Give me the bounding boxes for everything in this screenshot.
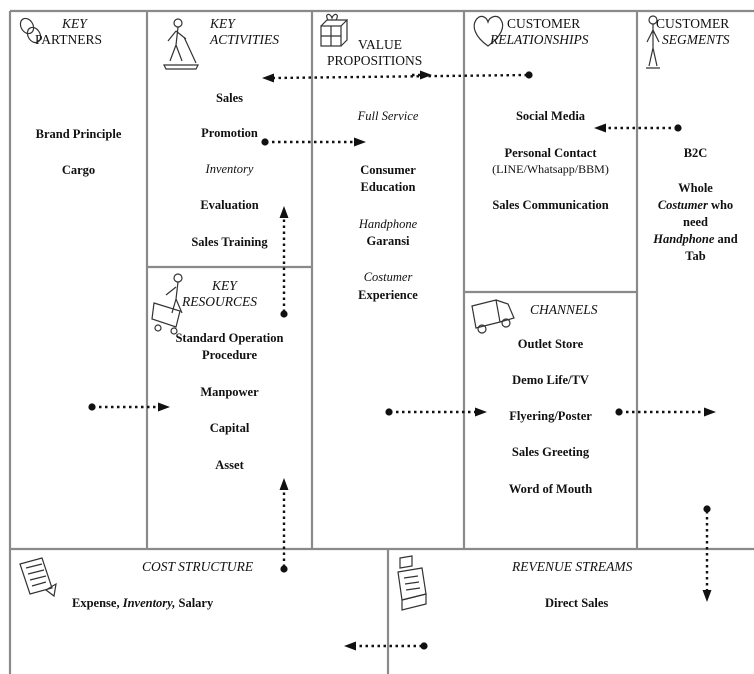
arrow-cost-to-resources <box>279 478 289 573</box>
key-partners-item: Brand Principle <box>35 127 122 141</box>
value-propositions-item: Full Service <box>357 109 419 123</box>
receipt-icon <box>16 554 58 598</box>
value-propositions-title-line2: PROPOSITIONS <box>327 53 423 68</box>
arrow-segments-to-revenue <box>702 505 712 602</box>
customer-segments-handphone: Handphone <box>653 232 715 246</box>
arrow-partners-to-resources <box>88 402 170 412</box>
customer-segments-item: Costumer who <box>637 197 754 214</box>
value-propositions-item: Experience <box>358 288 418 302</box>
channels-item: Demo Life/TV <box>512 373 589 387</box>
customer-relationships-title-line1: CUSTOMER <box>507 16 581 31</box>
key-partners-item: Cargo <box>61 163 96 177</box>
key-activities-item: Sales <box>215 91 244 105</box>
person-sweeping-icon <box>160 17 202 71</box>
key-resources-item: Capital <box>209 421 250 435</box>
arrow-value-to-relationships <box>412 70 432 80</box>
value-propositions-item: Consumer <box>360 163 416 177</box>
key-resources-item: Procedure <box>201 348 258 362</box>
value-propositions-item: Handphone <box>358 217 418 231</box>
key-resources-title-line2: RESOURCES <box>182 294 257 309</box>
worker-cart-icon <box>150 273 196 335</box>
arrow-relationships-to-activities <box>262 71 533 83</box>
arrow-revenue-to-cost <box>344 641 428 651</box>
arrow-segments-to-relationships <box>594 123 682 133</box>
arrow-value-to-channels <box>385 407 487 417</box>
key-activities-title-line1: KEY <box>210 16 235 31</box>
person-standing-icon <box>644 14 666 74</box>
key-resources-item: Manpower <box>200 385 259 399</box>
channels-title: CHANNELS <box>530 302 598 317</box>
key-resources-title-line1: KEY <box>212 278 237 293</box>
channels-item: Sales Greeting <box>511 445 590 459</box>
channels-item: Word of Mouth <box>508 482 593 496</box>
cost-structure-title: COST STRUCTURE <box>142 559 254 574</box>
cash-register-icon <box>394 554 428 612</box>
cost-structure-items: Expense, Inventory, Salary <box>72 595 213 612</box>
cost-structure-inventory: Inventory, <box>122 596 176 610</box>
cost-structure-expense: Expense, <box>72 596 120 610</box>
key-resources-item: Standard Operation <box>175 331 284 345</box>
key-resources-item: Asset <box>215 458 244 472</box>
revenue-streams-title: REVENUE STREAMS <box>512 559 633 574</box>
channels-item: Outlet Store <box>517 337 584 351</box>
customer-segments-item: Handphone and <box>637 231 754 248</box>
key-activities-item: Inventory <box>205 162 254 176</box>
arrow-promotion-to-value <box>261 137 366 147</box>
key-partners-title-line1: KEY <box>62 16 87 31</box>
customer-segments-item: B2C <box>683 146 708 160</box>
key-activities-title-line2: ACTIVITIES <box>210 32 279 47</box>
key-partners-title-line2: PARTNERS <box>35 32 102 47</box>
customer-segments-who: who <box>710 198 734 212</box>
value-propositions-item: Education <box>360 180 416 194</box>
key-activities-item: Promotion <box>201 126 258 140</box>
value-propositions-item: Costumer <box>363 270 413 284</box>
canvas-grid <box>8 9 754 674</box>
channels-item: Flyering/Poster <box>509 409 592 423</box>
customer-segments-costumer: Costumer <box>657 198 708 212</box>
customer-segments-and: and <box>717 232 738 246</box>
customer-relationships-title-line2: RELATIONSHIPS <box>490 32 589 47</box>
customer-relationships-item: Social Media <box>515 109 586 123</box>
revenue-streams-item: Direct Sales <box>545 596 609 610</box>
customer-segments-item: Tab <box>685 249 706 263</box>
truck-icon <box>470 296 518 336</box>
customer-segments-title-line1: CUSTOMER <box>656 16 730 31</box>
heart-icon <box>470 14 506 48</box>
key-activities-item: Evaluation <box>200 198 259 212</box>
value-propositions-title-line1: VALUE <box>358 37 403 52</box>
key-activities-item: Sales Training <box>191 235 268 249</box>
arrow-resources-to-activities <box>279 206 289 318</box>
arrow-channels-to-segments <box>615 407 716 417</box>
value-propositions-item: Garansi <box>366 234 410 248</box>
cost-structure-salary: Salary <box>178 596 214 610</box>
gift-boxes-icon <box>318 12 348 50</box>
customer-relationships-item: (LINE/Whatsapp/BBM) <box>492 162 609 176</box>
customer-segments-title-line2: SEGMENTS <box>662 32 730 47</box>
customer-segments-item: Whole <box>678 181 713 195</box>
customer-segments-item: need <box>683 215 708 229</box>
chain-link-icon <box>18 16 44 46</box>
customer-relationships-item: Personal Contact <box>504 146 597 160</box>
customer-relationships-item: Sales Communication <box>492 198 609 212</box>
